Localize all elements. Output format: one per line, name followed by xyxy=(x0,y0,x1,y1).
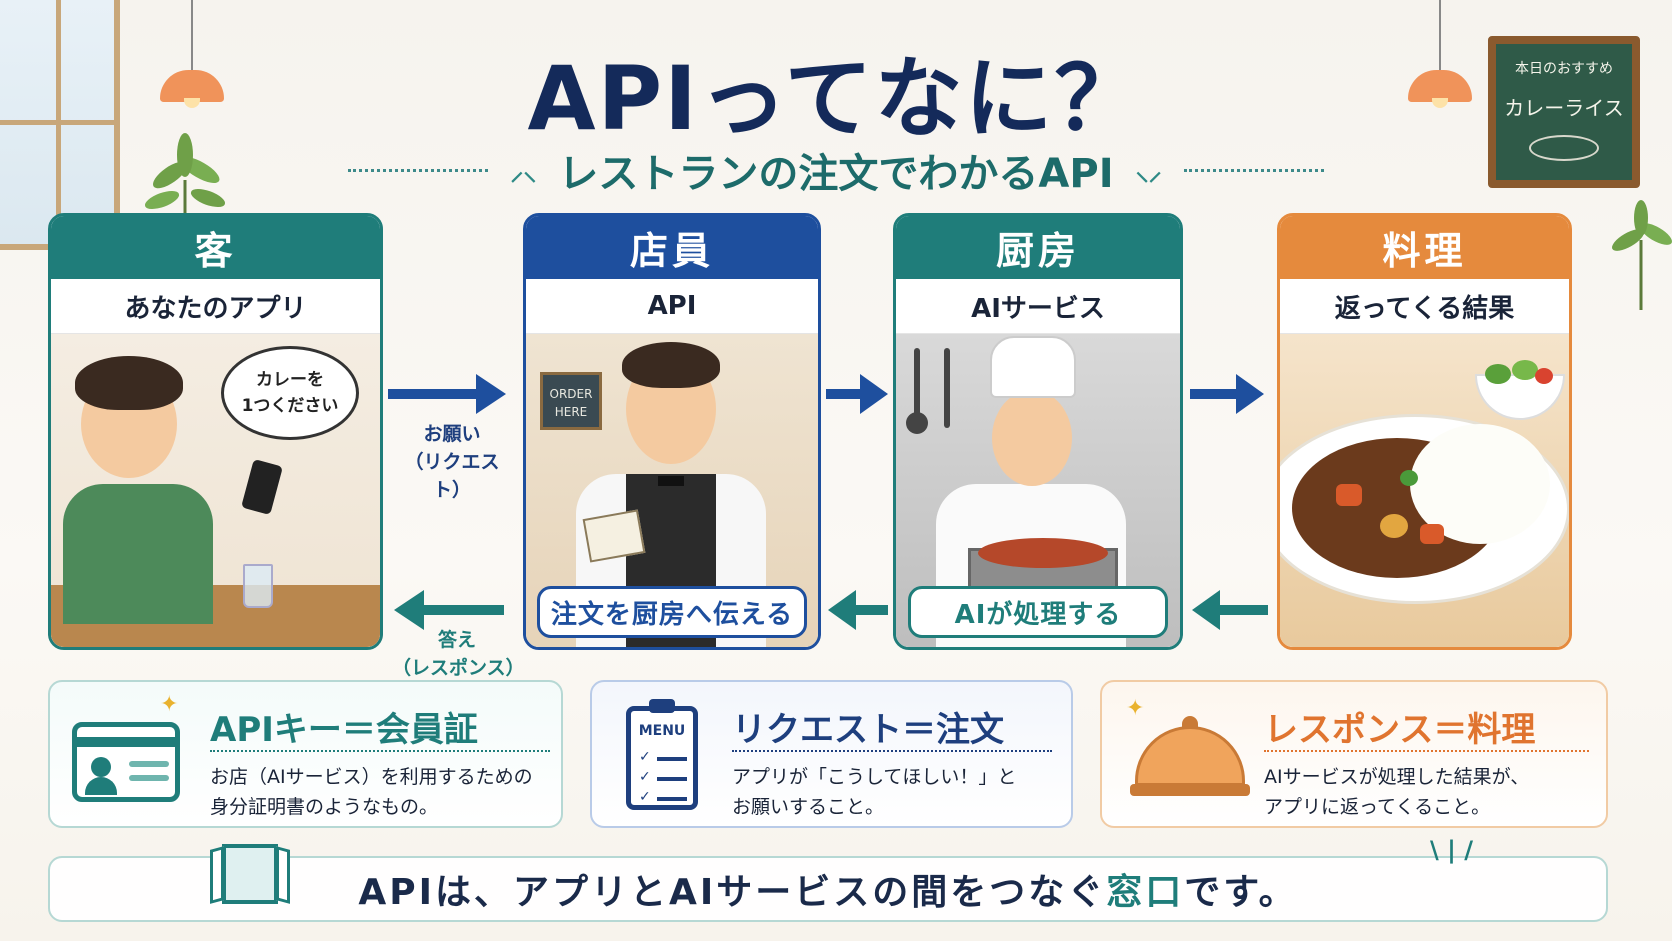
card-head: 料理 xyxy=(1280,216,1569,279)
card-sub: 返ってくる結果 xyxy=(1280,279,1569,334)
chalkboard-sign: 本日のおすすめ カレーライス xyxy=(1488,36,1640,188)
info-body: お店（AIサービス）を利用するための 身分証明書のようなもの。 xyxy=(210,762,533,822)
staff-caption: 注文を厨房へ伝える xyxy=(537,586,807,638)
chef-hat-icon xyxy=(990,336,1076,398)
request-label: お願い （リクエスト） xyxy=(392,420,512,504)
id-card-icon xyxy=(72,722,180,802)
salad-leaf xyxy=(1512,360,1538,380)
response-line2: （レスポンス） xyxy=(392,657,525,679)
pendant-lamp-left xyxy=(160,0,224,110)
card-kitchen: 厨房 AIサービス xyxy=(893,213,1183,650)
arrow-right-icon xyxy=(388,372,506,416)
sign-line1: ORDER xyxy=(549,387,593,401)
spatula-icon xyxy=(944,348,950,428)
sparkle-icon: ⸜⸝ xyxy=(1135,157,1162,187)
info-body-line1: アプリが「こうしてほしい！」と xyxy=(732,766,1017,788)
arrow-right-icon xyxy=(1190,372,1266,416)
summary-before: APIは、アプリとAIサービスの間をつなぐ xyxy=(358,872,1107,913)
arrow-right-icon xyxy=(826,372,888,416)
card-dish: 料理 返ってくる結果 xyxy=(1277,213,1572,650)
card-sub: あなたのアプリ xyxy=(51,279,380,334)
page-title: APIってなに？ xyxy=(527,47,1145,150)
plant-right-decor xyxy=(1612,200,1672,310)
arrow-left-icon xyxy=(828,588,888,632)
ladle-icon xyxy=(914,348,920,418)
sparkle-icon: ✦ xyxy=(160,692,179,717)
summary-highlight: 窓口 xyxy=(1106,872,1185,913)
plate-drawing-icon xyxy=(1529,135,1599,161)
speech-line1: カレーを xyxy=(256,370,324,390)
arrow-left-icon xyxy=(1192,588,1268,632)
dotted-rule xyxy=(732,750,1052,752)
dotted-rule xyxy=(210,750,550,752)
card-head: 客 xyxy=(51,216,380,279)
request-line2: （リクエスト） xyxy=(404,451,500,501)
dish-scene xyxy=(1280,334,1569,647)
tomato-icon xyxy=(1535,368,1553,384)
card-head: 厨房 xyxy=(896,216,1180,279)
chalkboard-line1: 本日のおすすめ xyxy=(1515,61,1613,77)
bowtie-icon xyxy=(658,476,684,486)
herb-garnish xyxy=(1400,470,1418,486)
info-body-line2: アプリに返ってくること。 xyxy=(1264,796,1491,818)
order-here-sign: ORDER HERE xyxy=(540,372,602,430)
info-body-line2: お願いすること。 xyxy=(732,796,885,818)
info-title: レスポンス＝料理 xyxy=(1264,710,1536,750)
subtitle: レストランの注文でわかるAPI xyxy=(558,151,1114,197)
staff-hair xyxy=(622,342,720,388)
customer-scene: カレーを 1つください xyxy=(51,334,380,647)
info-body-line1: お店（AIサービス）を利用するための xyxy=(210,766,533,788)
speech-bubble: カレーを 1つください xyxy=(221,346,359,440)
background-window xyxy=(0,0,120,250)
info-body: アプリが「こうしてほしい！」と お願いすること。 xyxy=(732,762,1016,822)
ladle-head xyxy=(906,412,928,434)
subtitle-row: ⸝⸜ レストランの注文でわかるAPI ⸜⸝ xyxy=(0,140,1672,200)
chalkboard-line2: カレーライス xyxy=(1504,96,1624,120)
clipboard-menu-icon: MENU ✓ ✓ ✓ xyxy=(626,699,698,810)
info-response: ✦ レスポンス＝料理 AIサービスが処理した結果が、 アプリに返ってくること。 xyxy=(1100,680,1608,828)
dotted-rule xyxy=(1264,750,1589,752)
salad-leaf xyxy=(1485,364,1511,384)
emphasis-ticks-icon: \ | / xyxy=(1430,836,1474,864)
pendant-lamp-right xyxy=(1408,0,1472,110)
card-head: 店員 xyxy=(526,216,818,279)
card-staff: 店員 API ORDER HERE xyxy=(523,213,821,650)
card-customer: 客 あなたのアプリ カレーを 1つください xyxy=(48,213,383,650)
smartphone-icon xyxy=(241,458,283,516)
sparkle-icon: ⸝⸜ xyxy=(510,157,537,187)
request-line1: お願い xyxy=(423,423,481,445)
dotted-rule-left xyxy=(348,168,489,172)
customer-hair xyxy=(75,356,183,410)
info-request: MENU ✓ ✓ ✓ リクエスト＝注文 アプリが「こうしてほしい！」と お願いす… xyxy=(590,680,1073,828)
response-label: 答え （レスポンス） xyxy=(392,626,525,682)
speech-line2: 1つください xyxy=(241,396,339,416)
dotted-rule-right xyxy=(1183,168,1324,172)
cloche-icon xyxy=(1130,712,1250,802)
stew-icon xyxy=(978,538,1108,568)
carrot-piece xyxy=(1420,524,1444,544)
info-body: AIサービスが処理した結果が、 アプリに返ってくること。 xyxy=(1264,762,1529,822)
arrow-left-icon xyxy=(394,588,504,632)
summary-text: APIは、アプリとAIサービスの間をつなぐ窓口です。 xyxy=(358,863,1297,915)
summary-after: です。 xyxy=(1184,872,1298,913)
potato-piece xyxy=(1380,514,1408,538)
card-sub: AIサービス xyxy=(896,279,1180,334)
card-sub: API xyxy=(526,279,818,334)
chef-face xyxy=(992,390,1072,486)
kitchen-caption: AIが処理する xyxy=(908,586,1168,638)
response-line1: 答え xyxy=(437,629,476,651)
carrot-piece xyxy=(1336,484,1362,506)
info-api-key: ✦ APIキー＝会員証 お店（AIサービス）を利用するための 身分証明書のような… xyxy=(48,680,563,828)
glass-icon xyxy=(243,564,273,608)
menu-label: MENU xyxy=(638,723,686,739)
sparkle-icon: ✦ xyxy=(1126,696,1145,721)
info-title: リクエスト＝注文 xyxy=(732,710,1004,750)
info-title: APIキー＝会員証 xyxy=(210,710,478,750)
sign-line2: HERE xyxy=(554,405,588,419)
summary-banner: APIは、アプリとAIサービスの間をつなぐ窓口です。 \ | / xyxy=(48,836,1608,922)
info-body-line2: 身分証明書のようなもの。 xyxy=(210,796,439,818)
customer-body xyxy=(63,484,213,624)
window-icon xyxy=(210,838,290,906)
info-body-line1: AIサービスが処理した結果が、 xyxy=(1264,766,1530,788)
